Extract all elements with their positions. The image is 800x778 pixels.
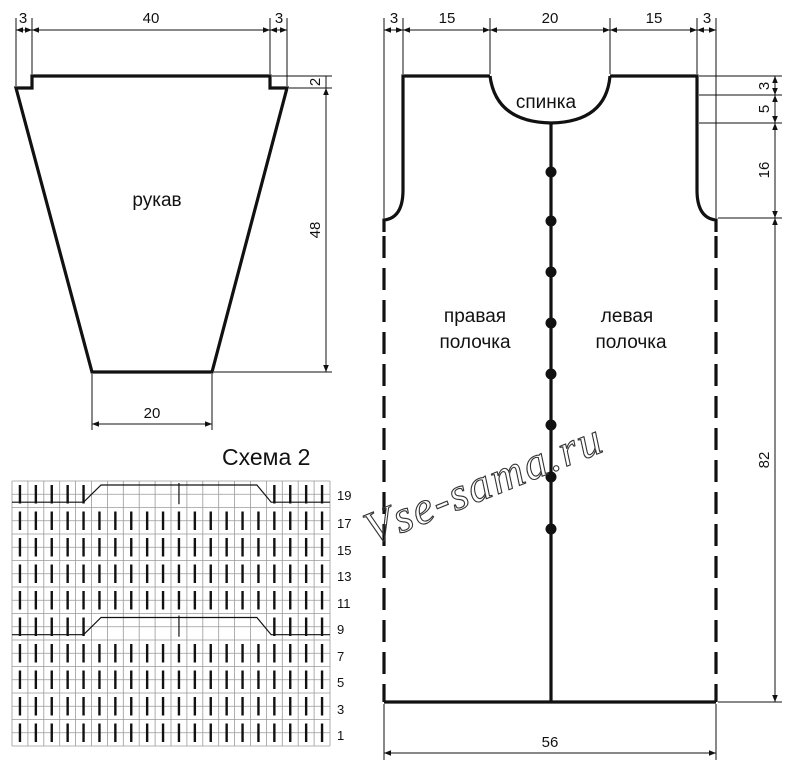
button <box>545 266 557 278</box>
button <box>545 317 557 329</box>
sleeve-dim-height: 48 <box>307 222 324 239</box>
row-number: 13 <box>337 569 351 584</box>
button <box>545 523 557 535</box>
button <box>545 166 557 178</box>
row-number: 5 <box>337 675 344 690</box>
sleeve-dim-bottom: 20 <box>144 405 161 422</box>
row-number: 3 <box>337 702 344 717</box>
body-dim-right-1: 3 <box>756 82 773 90</box>
buttons <box>545 166 557 535</box>
body-outline-right <box>610 74 718 232</box>
row-number: 19 <box>337 488 351 503</box>
right-front-label-line1: правая <box>444 306 506 327</box>
left-front-label-line1: левая <box>601 306 653 327</box>
schema-row-numbers: 19 17 15 13 11 9 7 5 3 1 <box>337 488 351 743</box>
sleeve-label: рукав <box>132 190 181 211</box>
row-number: 7 <box>337 649 344 664</box>
body-outline-left <box>382 74 490 232</box>
body-dim-top-3: 20 <box>542 10 559 27</box>
body-dim-top-4: 15 <box>646 10 663 27</box>
sleeve-dim-top: 40 <box>143 10 160 27</box>
body-dim-top-2: 15 <box>439 10 456 27</box>
row-number: 11 <box>337 596 351 611</box>
row-number: 9 <box>337 622 344 637</box>
row-number: 17 <box>337 516 351 531</box>
body-dim-right-3: 16 <box>756 162 773 179</box>
stitch-schema: Схема 2 19 17 15 13 11 9 7 5 3 1 <box>11 444 351 747</box>
body-dim-top-5: 3 <box>703 10 711 27</box>
right-front-label-line2: полочка <box>439 332 511 353</box>
back-label: спинка <box>516 92 577 113</box>
sleeve-dim-cap: 2 <box>307 78 324 86</box>
button <box>545 215 557 227</box>
body-piece: спинка правая полочка левая полочка 3 15… <box>382 10 782 760</box>
left-front-label-line2: полочка <box>595 332 667 353</box>
button <box>545 471 557 483</box>
schema-grid <box>11 480 331 747</box>
sleeve-piece: рукав 3 40 3 2 48 20 <box>13 10 332 430</box>
button <box>545 419 557 431</box>
button <box>545 368 557 380</box>
body-dim-top-1: 3 <box>390 10 398 27</box>
sleeve-dim-left-shoulder: 3 <box>19 10 27 27</box>
body-dim-bottom: 56 <box>542 734 559 751</box>
sleeve-outline <box>13 74 290 374</box>
body-dim-right-2: 5 <box>756 105 773 113</box>
sleeve-dim-right-shoulder: 3 <box>275 10 283 27</box>
schema-title: Схема 2 <box>222 444 310 470</box>
watermark: Vse-sama.ru <box>357 412 611 554</box>
row-number: 1 <box>337 728 344 743</box>
row-number: 15 <box>337 543 351 558</box>
body-dim-right-4: 82 <box>756 452 773 469</box>
